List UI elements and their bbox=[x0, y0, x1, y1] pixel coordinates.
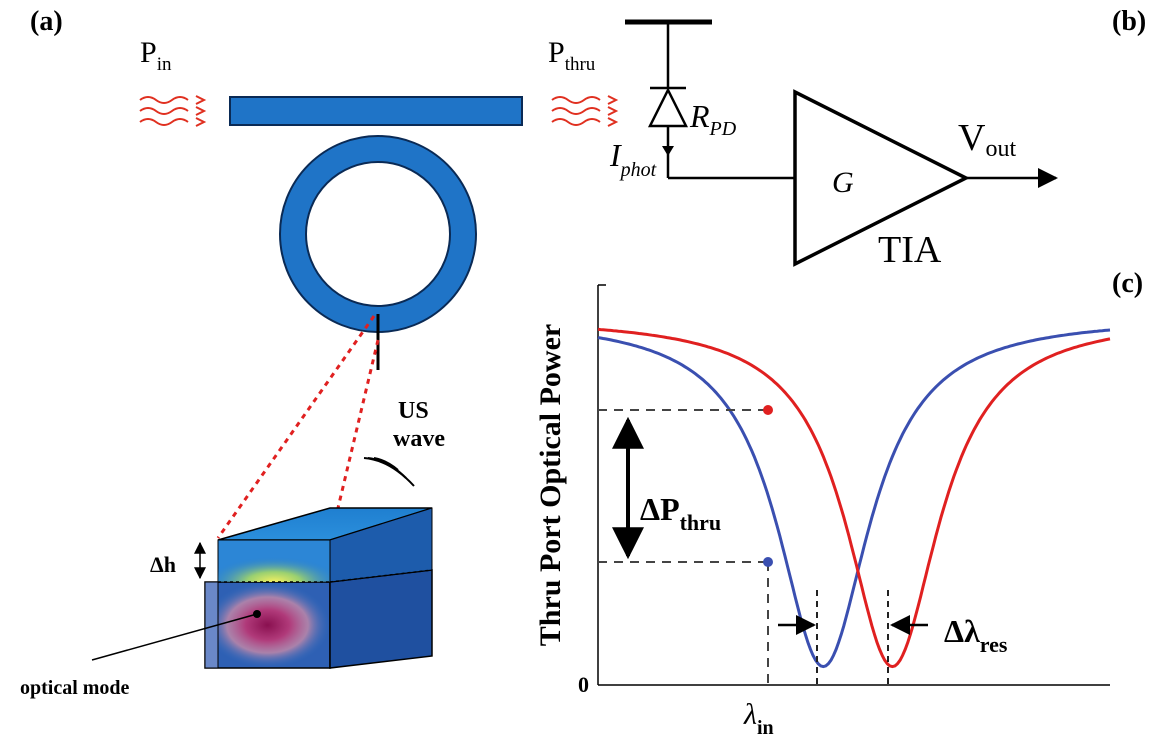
svg-text:Pin: Pin bbox=[140, 36, 172, 75]
x-tick-lambda-in: λin bbox=[743, 698, 774, 739]
output-light-icon bbox=[551, 95, 619, 127]
thru-port-chart: 0 Thru Port Optical Power λin ΔPthru Δλr… bbox=[534, 284, 1111, 739]
p-thru-label: Pthru bbox=[548, 36, 596, 75]
us-wave-icon bbox=[363, 457, 415, 487]
y-axis-label: Thru Port Optical Power bbox=[534, 324, 567, 646]
us-wave-label-line2: wave bbox=[393, 426, 445, 452]
optical-mode-pointer bbox=[91, 613, 258, 661]
panel-label-a: (a) bbox=[30, 6, 63, 37]
panel-label-c: (c) bbox=[1112, 268, 1143, 299]
zoom-line-right bbox=[336, 339, 380, 509]
series-red-line bbox=[597, 327, 1111, 669]
tia-label: TIA bbox=[878, 229, 942, 271]
input-light-icon bbox=[139, 95, 207, 127]
delta-h-label: Δh bbox=[150, 552, 176, 577]
zoom-line-left bbox=[216, 315, 376, 539]
p-in-label: Pin bbox=[140, 36, 172, 75]
gain-label: G bbox=[832, 166, 854, 199]
us-wave-label-line1: US bbox=[398, 398, 429, 424]
vout-label: Vout bbox=[958, 117, 1016, 162]
optical-mode-label: optical mode bbox=[20, 677, 130, 699]
svg-text:Pthru: Pthru bbox=[548, 36, 596, 75]
red-operating-point bbox=[763, 405, 773, 415]
panel-label-b: (b) bbox=[1112, 6, 1146, 37]
blue-operating-point bbox=[763, 557, 773, 567]
delta-lambda-label: Δλres bbox=[944, 613, 1008, 657]
tia-amplifier bbox=[793, 89, 970, 267]
current-arrow-icon bbox=[662, 146, 674, 156]
rpd-label: RPD bbox=[689, 98, 737, 140]
waveguide-cross-section bbox=[204, 507, 433, 669]
ring-resonator bbox=[279, 135, 477, 333]
delta-p-label: ΔPthru bbox=[640, 491, 721, 535]
iphot-label: Iphot bbox=[609, 137, 657, 181]
series-blue-line bbox=[597, 328, 1111, 669]
bus-waveguide bbox=[229, 96, 523, 126]
photodiode-icon bbox=[647, 86, 689, 128]
y-origin-label: 0 bbox=[578, 672, 589, 697]
